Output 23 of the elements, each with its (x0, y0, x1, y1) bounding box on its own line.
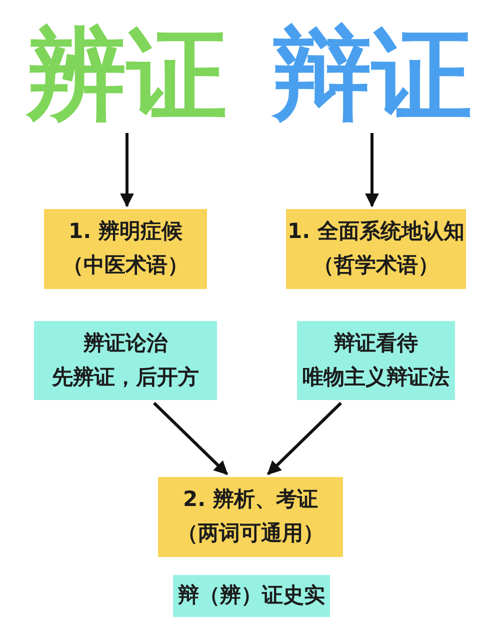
note-box (173, 575, 330, 617)
term-box (158, 477, 343, 557)
note-box (34, 321, 217, 400)
term-box (286, 209, 466, 289)
heading-text: 辩证 (272, 20, 472, 130)
box-text: 先辨证，后开方 (52, 364, 199, 390)
box-heading: 1. 全面系统地认知 (288, 218, 464, 246)
box-heading: 辩证看待 (334, 330, 418, 357)
arrow (153, 402, 228, 476)
box-heading: 辨证论治 (84, 330, 168, 357)
box-heading: 2. 辨析、考证 (183, 486, 318, 514)
term-box (44, 209, 207, 289)
box-text: （中医术语） (62, 252, 188, 279)
box-text: （哲学术语） (313, 252, 439, 279)
box-heading: 辩（辨）证史实 (178, 582, 325, 610)
arrow (120, 133, 134, 208)
arrow (267, 402, 342, 476)
box-heading: 1. 辨明症候 (68, 218, 182, 246)
note-box (297, 321, 455, 400)
heading-text: 辨证 (27, 20, 227, 130)
arrow (365, 133, 379, 208)
box-text: （两词可通用） (177, 520, 324, 547)
box-text: 唯物主义辩证法 (302, 364, 450, 390)
